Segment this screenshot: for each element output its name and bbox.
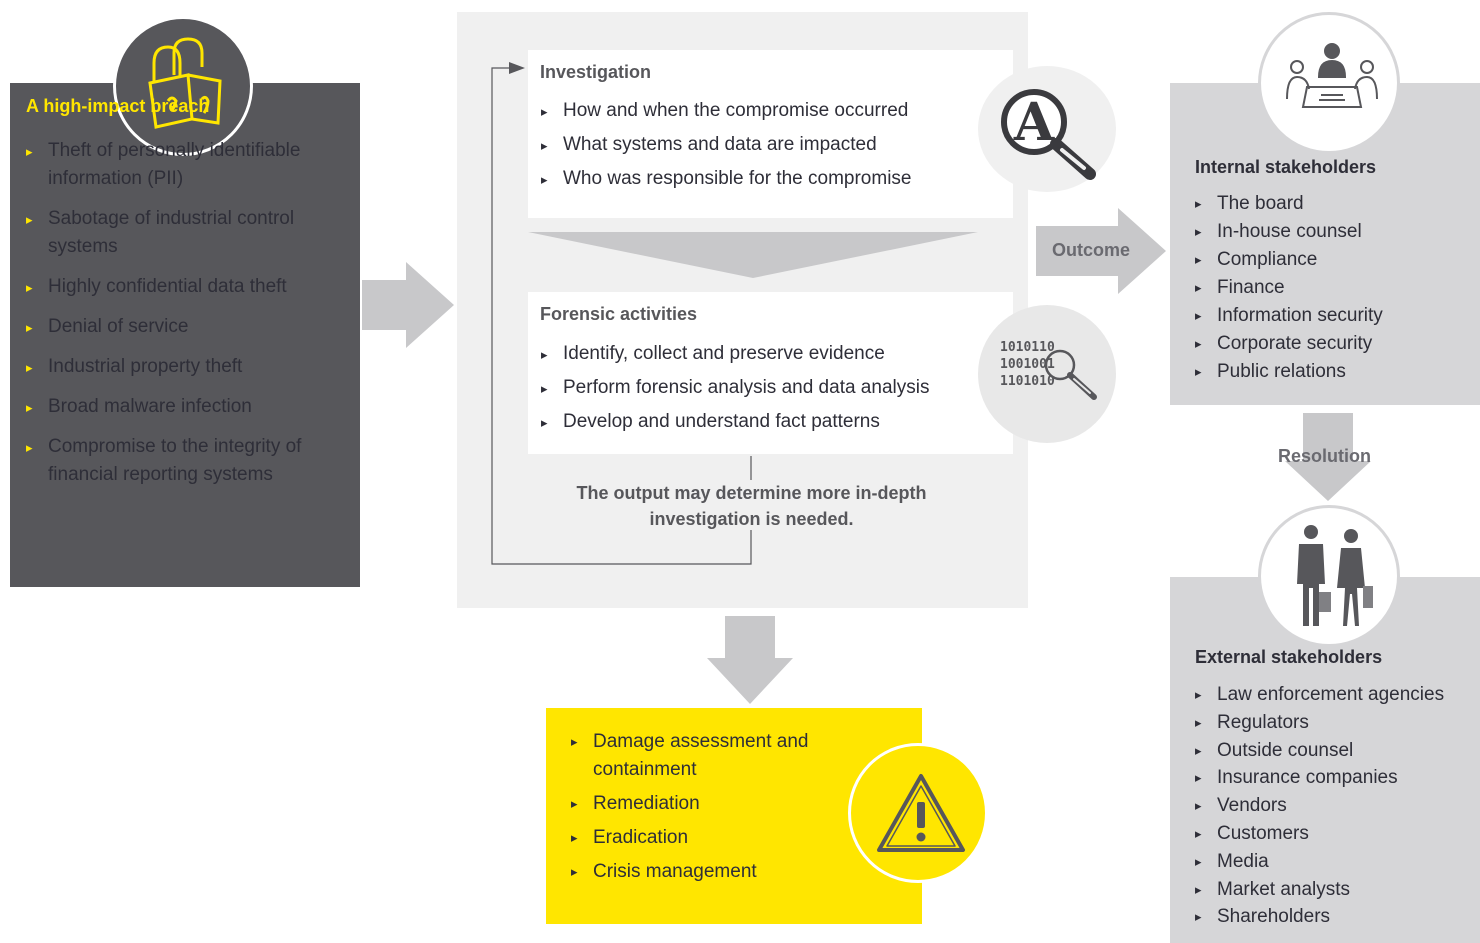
list-item: What systems and data are impacted (541, 128, 1001, 163)
list-item: Eradication (571, 824, 841, 852)
binary-circle (978, 305, 1116, 443)
list-item: Industrial property theft (26, 353, 326, 382)
list-item: Broad malware infection (26, 393, 326, 422)
breach-title: A high-impact breach (26, 96, 210, 116)
broken-lock-icon (148, 37, 222, 129)
investigation-list: How and when the compromise occurred Wha… (541, 94, 1001, 197)
resolution-label: Resolution (1278, 446, 1371, 466)
list-item: How and when the compromise occurred (541, 94, 1001, 129)
list-item: Denial of service (26, 313, 326, 342)
arrow-down-large (707, 616, 793, 704)
svg-text:A: A (1013, 92, 1055, 153)
lock-circle (113, 16, 253, 156)
external-stakeholders-list: Law enforcement agencies Regulators Outs… (1195, 681, 1480, 931)
meeting-icon (1286, 43, 1378, 108)
list-item: Compromise to the integrity of financial… (26, 433, 326, 489)
chevron-down-divider (528, 232, 978, 278)
list-item: Who was responsible for the compromise (541, 162, 1001, 197)
investigation-title: Investigation (540, 62, 652, 82)
magnifier-icon (1044, 349, 1097, 400)
list-item: Insurance companies (1195, 764, 1480, 792)
list-item: Shareholders (1195, 903, 1480, 931)
binary-line: 1001001 (1000, 357, 1055, 372)
internal-stakeholders-list: The board In-house counsel Compliance Fi… (1195, 190, 1475, 386)
feedback-loop-arrow (491, 62, 752, 565)
list-item: Sabotage of industrial control systems (26, 205, 326, 261)
binary-code: 1010110 1001001 1101010 (1000, 339, 1055, 390)
resolution-arrow (1285, 413, 1371, 501)
list-item: Highly confidential data theft (26, 273, 326, 302)
list-item: Public relations (1195, 358, 1475, 386)
list-item: In-house counsel (1195, 218, 1475, 246)
internal-stakeholders-title: Internal stakeholders (1195, 157, 1377, 177)
list-item: Crisis management (571, 858, 841, 886)
binary-line: 1010110 (1000, 340, 1055, 355)
list-item: Law enforcement agencies (1195, 681, 1480, 709)
list-item: Develop and understand fact patterns (541, 405, 1001, 440)
list-item: Remediation (571, 790, 841, 818)
list-item: Damage assessment and containment (571, 728, 841, 784)
warning-icon (877, 774, 965, 852)
list-item: Perform forensic analysis and data analy… (541, 371, 1001, 406)
list-item: Market analysts (1195, 876, 1480, 904)
list-item: Customers (1195, 820, 1480, 848)
list-item: Corporate security (1195, 330, 1475, 358)
business-people-icon (1297, 525, 1373, 626)
list-item: Vendors (1195, 792, 1480, 820)
outcome-arrow (1036, 208, 1166, 294)
list-item: Media (1195, 848, 1480, 876)
binary-line: 1101010 (1000, 374, 1055, 389)
external-stakeholders-title: External stakeholders (1195, 647, 1383, 667)
output-note: The output may determine more in-depth i… (576, 483, 927, 529)
search-circle: A (978, 66, 1116, 192)
warning-circle (848, 743, 988, 883)
list-item: Compliance (1195, 246, 1475, 274)
people-circle (1258, 505, 1400, 647)
arrow-right-large (362, 262, 454, 348)
list-item: Regulators (1195, 709, 1480, 737)
magnifier-a-icon: A (1001, 89, 1096, 180)
list-item: Outside counsel (1195, 737, 1480, 765)
action-list: Damage assessment and containment Remedi… (571, 728, 841, 892)
forensic-list: Identify, collect and preserve evidence … (541, 337, 1001, 440)
list-item: Information security (1195, 302, 1475, 330)
meeting-circle (1258, 12, 1400, 154)
list-item: Theft of personally identifiable informa… (26, 137, 326, 193)
outcome-label: Outcome (1052, 240, 1131, 260)
list-item: The board (1195, 190, 1475, 218)
breach-list: Theft of personally identifiable informa… (26, 137, 326, 501)
list-item: Identify, collect and preserve evidence (541, 337, 1001, 372)
list-item: Finance (1195, 274, 1475, 302)
forensic-title: Forensic activities (540, 304, 698, 324)
